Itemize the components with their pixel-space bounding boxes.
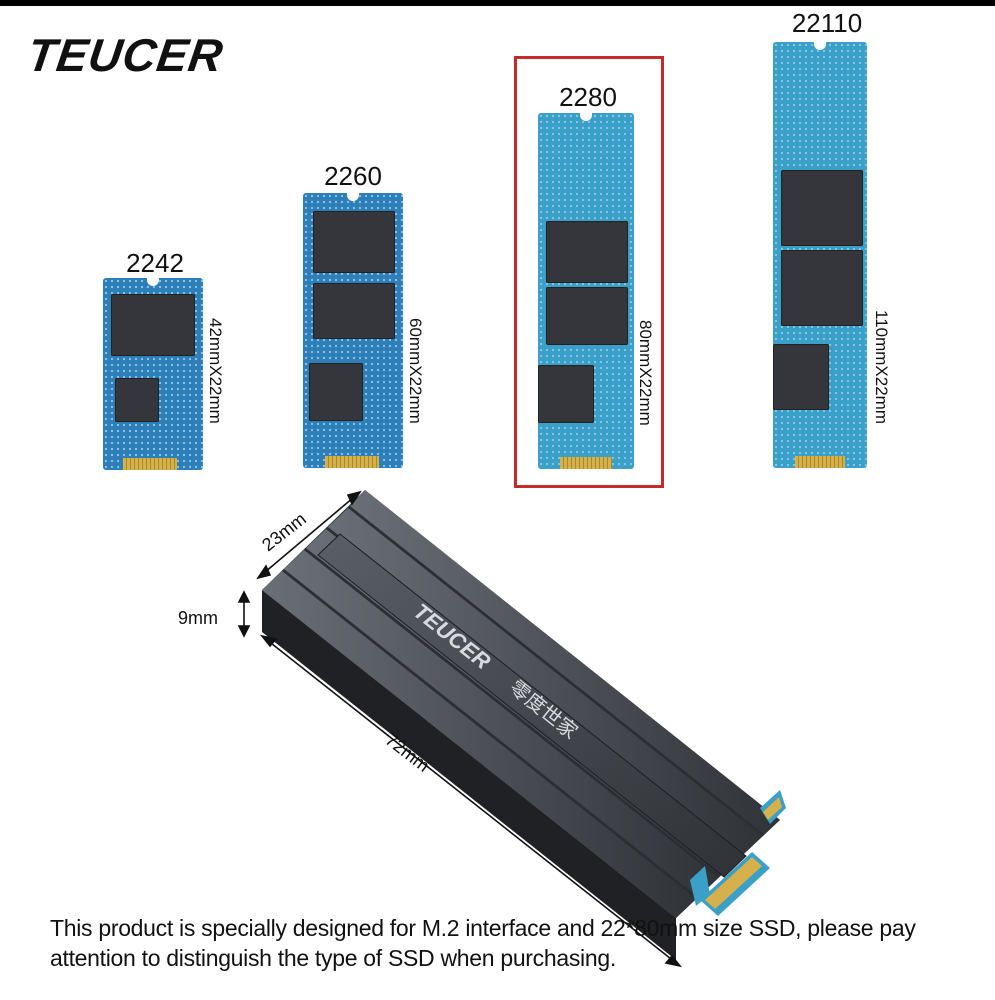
ssd-board-2260 xyxy=(303,193,403,468)
size-label-2260: 2260 xyxy=(324,161,382,191)
size-label-2242: 2242 xyxy=(126,248,184,278)
nand-chip xyxy=(313,211,395,273)
controller-chip xyxy=(773,344,829,410)
top-border xyxy=(0,0,995,6)
heatsink-top-plate xyxy=(317,533,747,878)
size-label-2280: 2280 xyxy=(559,82,617,112)
nand-chip xyxy=(546,287,628,345)
nand-chip xyxy=(111,294,195,356)
ssd-board-2280 xyxy=(538,113,634,469)
nand-chip xyxy=(781,170,863,246)
size-label-22110: 22110 xyxy=(791,8,863,38)
nand-chip xyxy=(546,221,628,283)
selected-size-highlight xyxy=(514,56,664,488)
controller-chip xyxy=(309,363,363,421)
nand-chip xyxy=(781,250,863,326)
nand-chip xyxy=(313,283,395,339)
ssd-board-2242 xyxy=(103,278,203,470)
product-caption: This product is specially designed for M… xyxy=(50,915,916,971)
heatsink-width-label: 23mm xyxy=(258,509,310,556)
heatsink-height-label: 9mm xyxy=(178,608,218,628)
controller-chip xyxy=(538,365,594,423)
controller-chip xyxy=(115,378,159,422)
ssd-board-22110 xyxy=(773,42,867,468)
